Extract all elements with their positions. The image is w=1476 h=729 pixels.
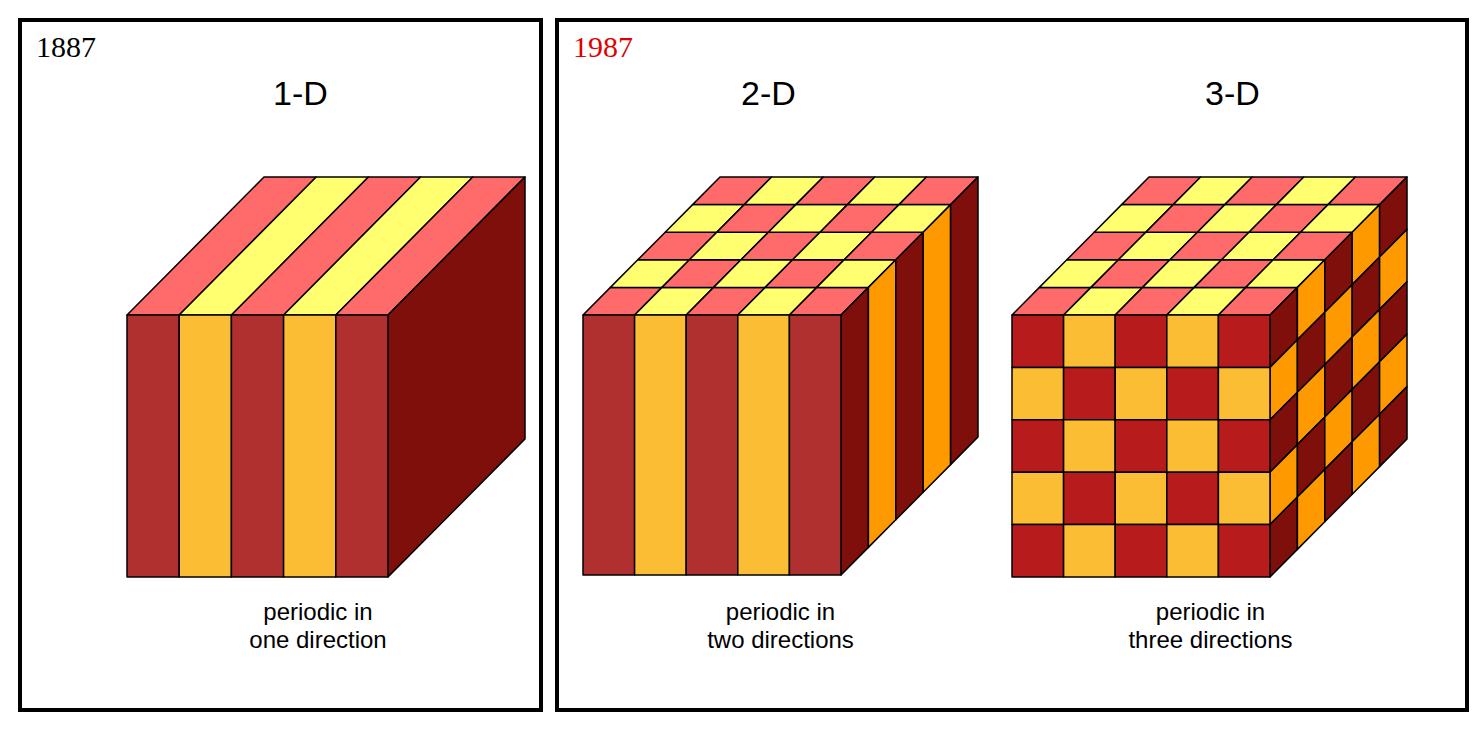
cube-cell — [1012, 525, 1064, 577]
cube-side-face — [841, 177, 978, 575]
cube-cell — [1167, 472, 1219, 524]
panel-frame: 1987 — [555, 18, 1469, 712]
periodicity-caption: periodic in one direction — [248, 598, 388, 653]
dimension-heading: 1-D — [273, 75, 328, 112]
cube-cell — [1167, 420, 1219, 472]
year-label: 1987 — [573, 30, 633, 63]
cube-cell — [284, 315, 336, 577]
cube-cell — [583, 315, 635, 575]
cube-cell — [635, 315, 687, 575]
cube-cell — [127, 315, 179, 577]
cube-cell — [1380, 387, 1407, 467]
cube-cell — [1218, 420, 1270, 472]
periodicity-caption: periodic in three directions — [1127, 598, 1294, 653]
cube-cell — [1064, 367, 1116, 419]
cube-cell — [1115, 472, 1167, 524]
cube-cell — [868, 260, 895, 548]
cube-cell — [1218, 367, 1270, 419]
cube-cell — [1325, 442, 1352, 522]
cube-cell — [1115, 420, 1167, 472]
cube-cell — [1218, 472, 1270, 524]
cube-cell — [1115, 315, 1167, 367]
cube-cell — [951, 177, 978, 465]
cube-cell — [1270, 497, 1297, 577]
cube-cell — [686, 315, 738, 575]
cube-cell — [789, 315, 841, 575]
cube-cell — [1167, 367, 1219, 419]
cube-cell — [1218, 525, 1270, 577]
cube-cell — [1167, 315, 1219, 367]
cube-front-face — [127, 315, 388, 577]
cube-cell — [1064, 315, 1116, 367]
year-label: 1887 — [36, 30, 96, 63]
cube-front-face — [1012, 315, 1270, 577]
cube-cell — [336, 315, 388, 577]
cube-cell — [923, 205, 950, 493]
cube-cell — [1064, 472, 1116, 524]
cube-cell — [1012, 367, 1064, 419]
cube-front-face — [583, 315, 841, 575]
cube-cell — [1012, 315, 1064, 367]
cube-cell — [1012, 420, 1064, 472]
cube-cell — [841, 287, 868, 575]
cube-side-face — [1270, 177, 1407, 577]
cube-cell — [1297, 469, 1324, 549]
cube-cell — [1167, 525, 1219, 577]
cube-cell — [231, 315, 283, 577]
cube-cell — [1115, 525, 1167, 577]
cube-cell — [179, 315, 231, 577]
cube-cell — [738, 315, 790, 575]
cube-cell — [1115, 367, 1167, 419]
cube-cell — [1064, 525, 1116, 577]
cube-side-face — [388, 177, 525, 577]
cube-cell — [388, 177, 525, 577]
cube-cell — [1012, 472, 1064, 524]
dimension-heading: 2-D — [741, 75, 796, 112]
cube-cell — [1218, 315, 1270, 367]
periodicity-caption: periodic in two directions — [706, 598, 855, 653]
cube-cell — [896, 232, 923, 520]
cube-cell — [1064, 420, 1116, 472]
dimension-heading: 3-D — [1205, 75, 1260, 112]
cube-cell — [1352, 414, 1379, 494]
